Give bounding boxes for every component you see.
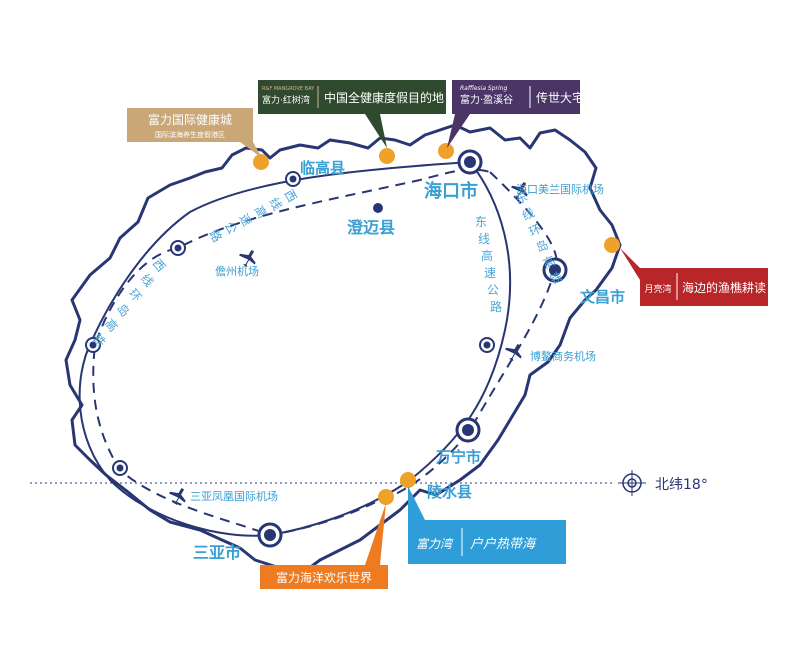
highway-char: 东	[513, 189, 530, 207]
airport-label-phoenix: 三亚凤凰国际机场	[190, 489, 278, 503]
airplane-icon	[169, 487, 186, 506]
highway-char: 路	[490, 299, 502, 314]
callout-yingxi-script: Rafflesia Spring	[460, 85, 507, 92]
city-label-lingao: 临高县	[300, 159, 345, 177]
airplane-icon	[505, 343, 522, 362]
airport-label-meilan: 海口美兰国际机场	[516, 182, 604, 196]
project-marker-ocean-world	[378, 489, 394, 505]
callout-health-subtitle: 国际滨海养生度假港区	[155, 130, 225, 139]
city-label-haikou: 海口市	[424, 180, 478, 202]
city-marker-chengmai	[373, 203, 383, 213]
highway-char: 高	[540, 253, 557, 272]
station-marker-southwest	[85, 337, 101, 353]
city-label-wenchang: 文昌市	[580, 288, 625, 306]
callout-ocean-title: 富力海洋欢乐世界	[276, 570, 372, 585]
highway-char: 高	[481, 248, 493, 263]
callout-tropical-brand: 富力湾	[416, 537, 454, 551]
callout-health-city: 富力国际健康城 国际滨海养生度假港区	[127, 108, 262, 158]
highway-char: 岛	[533, 237, 550, 256]
highway-char: 线	[520, 205, 537, 223]
highway-char: 线	[478, 232, 490, 246]
city-marker-haikou	[457, 149, 483, 175]
airport-label-danzhou: 儋州机场	[215, 264, 259, 278]
callout-red-forest-brand-top: R&F MANGROVE BAY	[262, 86, 315, 92]
latitude-label: 北纬18°	[655, 477, 708, 493]
station-marker-west	[170, 240, 186, 256]
city-label-sanya: 三亚市	[193, 543, 241, 562]
callout-tropical: 富力湾 户户热带海	[408, 486, 566, 564]
project-marker-fisher	[604, 237, 620, 253]
highway-char: 西	[281, 187, 299, 204]
airplane-icon	[239, 249, 256, 268]
city-label-lingshui: 陵水县	[427, 483, 472, 501]
callout-fisher: 月亮湾 海边的渔樵耕读	[620, 248, 768, 306]
project-marker-yingxi	[438, 143, 454, 159]
island-outline	[64, 123, 622, 577]
highway-char: 公	[487, 283, 499, 297]
callout-fisher-brand: 月亮湾	[644, 283, 671, 295]
callout-red-forest-slogan: 中国全健康度假目的地	[324, 90, 444, 105]
station-marker-qionghai	[479, 337, 495, 353]
callout-tropical-slogan: 户户热带海	[470, 537, 537, 552]
callout-yingxi-slogan: 传世大宅	[536, 90, 584, 105]
city-marker-wanning	[455, 417, 481, 443]
highway-char: 岛	[114, 301, 133, 320]
project-marker-red-forest	[379, 148, 395, 164]
rail-ring	[92, 168, 558, 537]
callout-yingxi-brand: 富力·盈溪谷	[460, 93, 513, 106]
callout-fisher-slogan: 海边的渔樵耕读	[682, 280, 766, 295]
highway-char: 环	[527, 221, 544, 239]
highway-char: 环	[126, 286, 144, 304]
airplane-icon	[511, 181, 528, 200]
highway-char: 公	[221, 219, 239, 236]
callout-red-forest: R&F MANGROVE BAY 富力·红树湾 中国全健康度假目的地	[258, 80, 446, 148]
highway-char: 线	[138, 271, 156, 289]
highway-char: 速	[484, 266, 496, 280]
compass-icon	[618, 470, 646, 496]
callout-health-title: 富力国际健康城	[148, 112, 232, 127]
city-label-wanning: 万宁市	[435, 448, 481, 466]
highway-char: 东	[475, 215, 487, 229]
project-marker-tropical	[400, 472, 416, 488]
city-marker-wenchang	[542, 257, 568, 283]
city-marker-lingao	[285, 171, 301, 187]
callout-red-forest-brand: 富力·红树湾	[262, 94, 310, 106]
city-marker-sanya	[257, 522, 283, 548]
airport-label-boao: 博鳌商务机场	[530, 349, 596, 363]
callout-ocean-world: 富力海洋欢乐世界	[260, 503, 388, 589]
project-marker-health-city	[253, 154, 269, 170]
highway-char: 速	[236, 211, 254, 228]
highway-char: 铁	[548, 269, 565, 287]
station-marker-south	[112, 460, 128, 476]
expressway-ring	[78, 160, 512, 537]
city-label-chengmai: 澄迈县	[347, 218, 395, 237]
callout-yingxi: Rafflesia Spring 富力·盈溪谷 传世大宅	[447, 80, 584, 148]
